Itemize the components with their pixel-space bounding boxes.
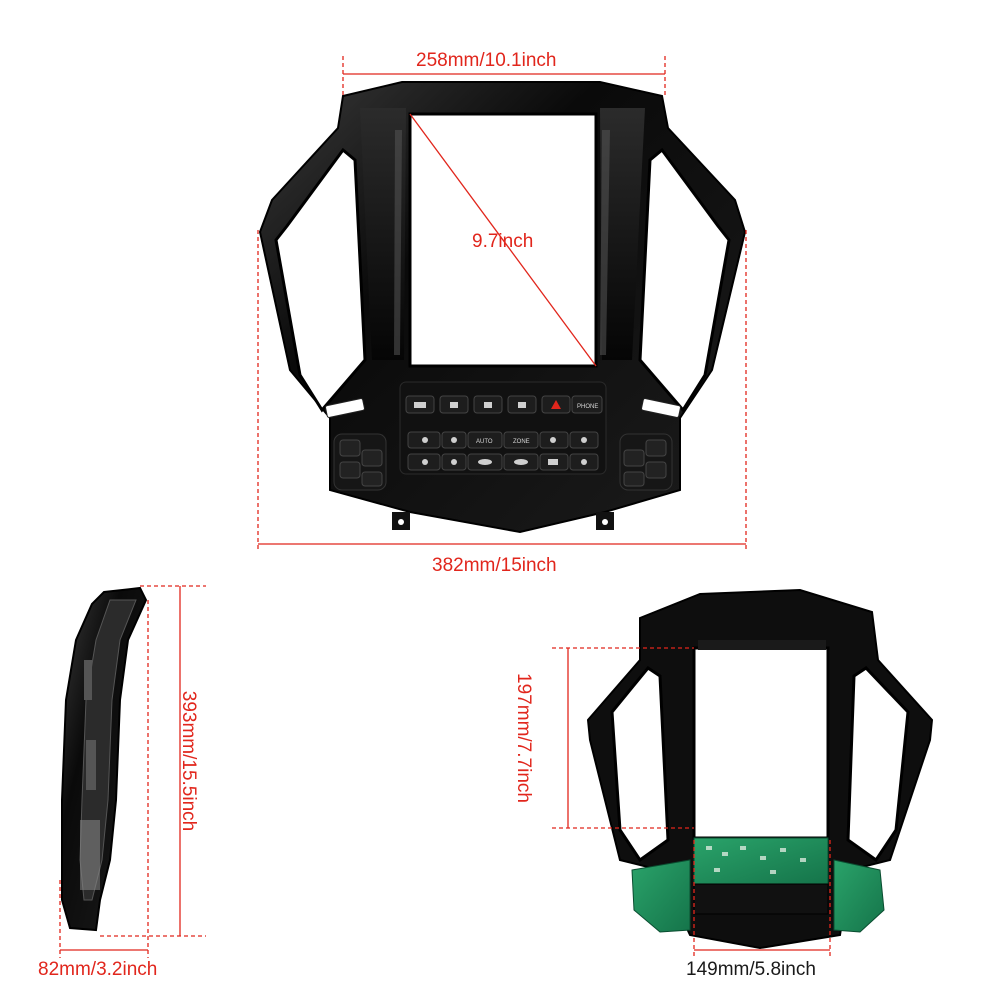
top-button-row: PHONE xyxy=(405,395,603,414)
side-profile xyxy=(61,586,148,932)
rear-width-label: 149mm/5.8inch xyxy=(686,959,816,980)
side-height-label: 393mm/15.5inch xyxy=(178,690,200,832)
screen-diagonal-label: 9.7inch xyxy=(472,231,534,252)
pcb-board-main xyxy=(693,837,829,885)
left-seat-controls xyxy=(333,433,387,491)
rear-view xyxy=(586,588,934,950)
auto-button-label: AUTO xyxy=(476,439,493,445)
zone-button-label: ZONE xyxy=(513,439,530,445)
side-depth-label: 82mm/3.2inch xyxy=(38,959,158,980)
pcb-board-left xyxy=(631,859,691,933)
phone-button-label: PHONE xyxy=(577,404,598,410)
pcb-board-right xyxy=(833,859,885,933)
right-seat-controls xyxy=(619,433,673,491)
front-panel-frame: PHONE AUTO ZONE xyxy=(258,81,747,534)
climate-button-rows: AUTO ZONE xyxy=(407,431,599,471)
bottom-width-label: 382mm/15inch xyxy=(432,555,557,576)
rear-height-label: 197mm/7.7inch xyxy=(512,673,534,803)
top-width-label: 258mm/10.1inch xyxy=(416,50,557,71)
dimension-lines xyxy=(59,56,831,958)
